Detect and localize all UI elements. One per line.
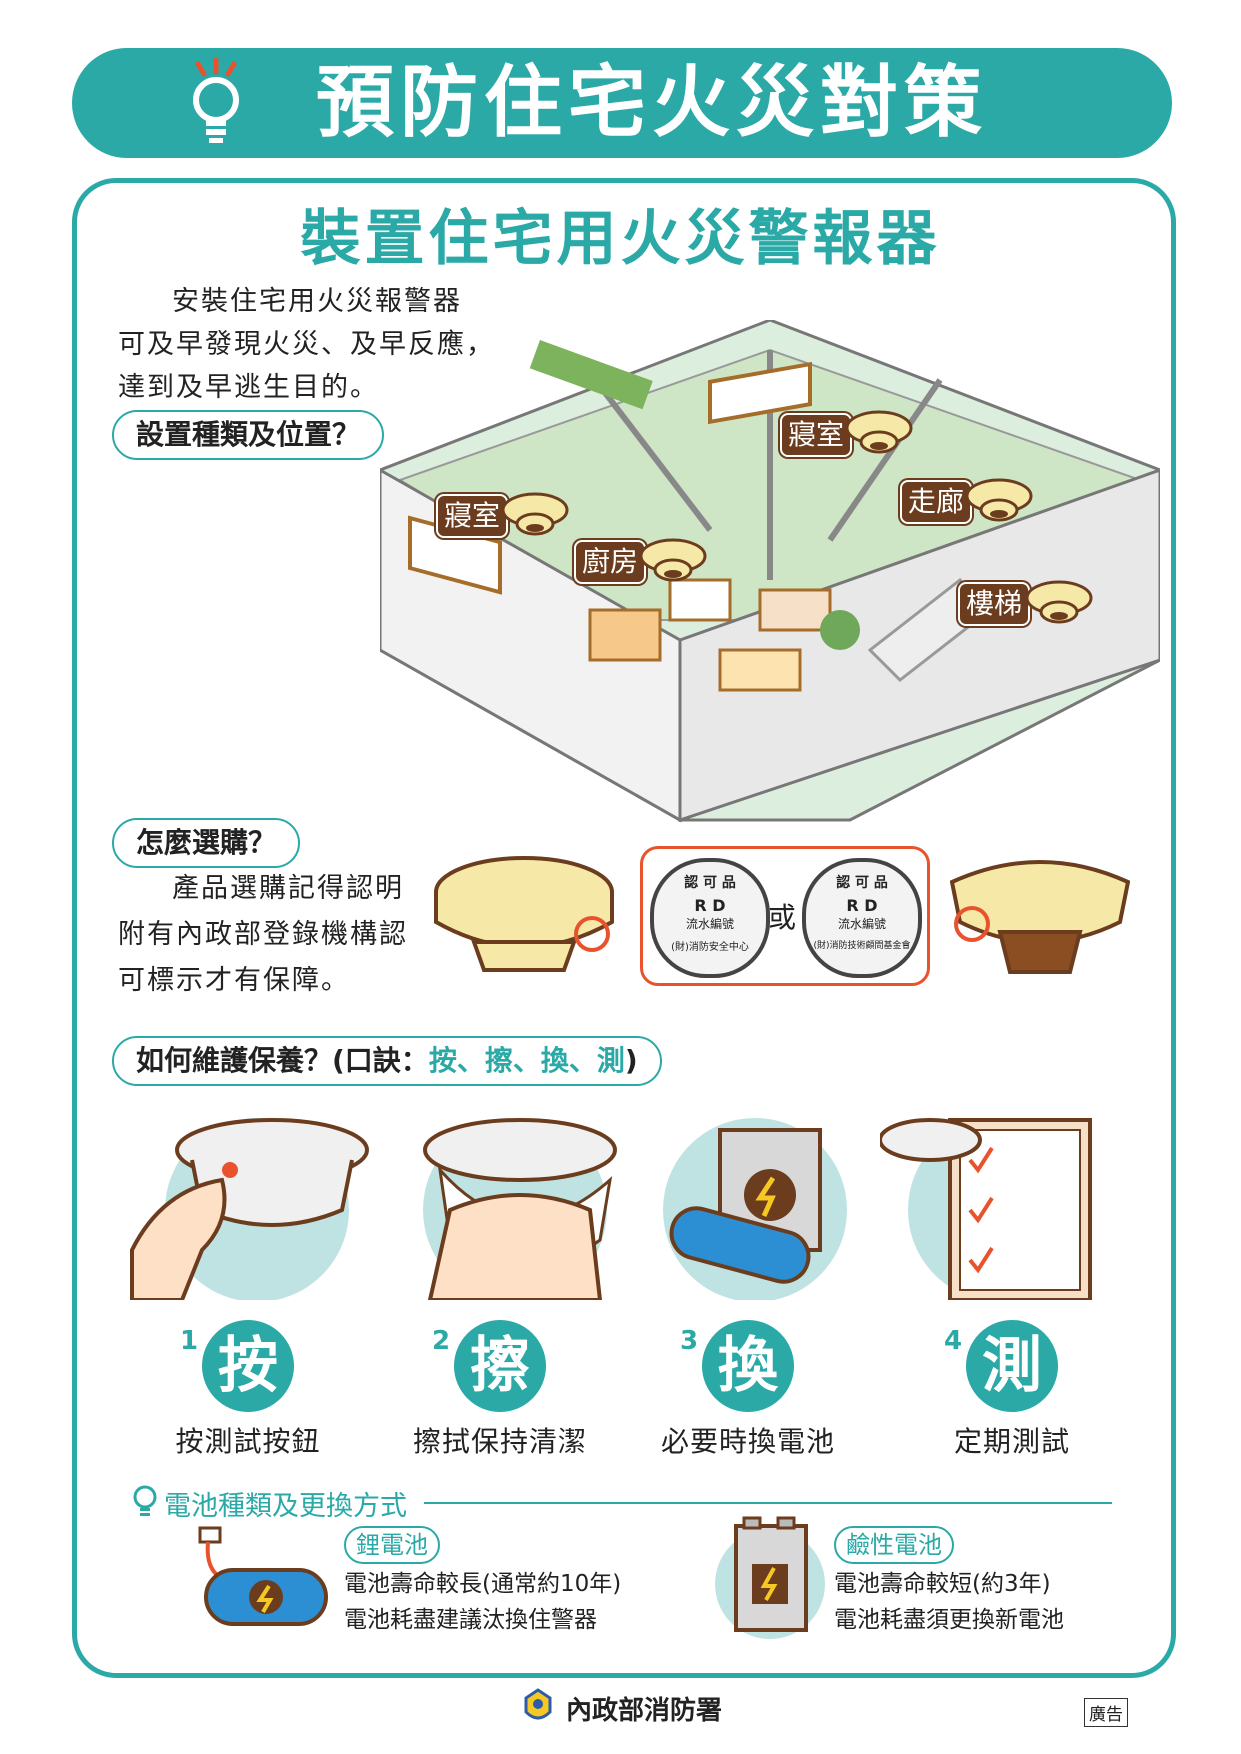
purchase-question: 怎麼選購？: [112, 818, 301, 868]
smoke-detector-bottom-icon: [950, 860, 1130, 974]
lithium-line: 電池壽命較長(通常約10年): [344, 1571, 622, 1597]
room-tag-bedroom: 寢室: [780, 413, 853, 457]
seal-bottom: (財)消防技術顧問基金會: [813, 941, 911, 951]
step-number: 3: [680, 1326, 699, 1356]
lithium-desc: 電池壽命較長(通常約10年) 電池耗盡建議汰換住警器: [344, 1566, 621, 1638]
step-badge-wipe: 擦: [454, 1320, 546, 1412]
step-number: 4: [944, 1326, 963, 1356]
page-title: 預防住宅火災對策: [315, 58, 988, 148]
room-tag-hallway: 走廊: [900, 480, 973, 524]
seal-bottom: (財)消防安全中心: [671, 942, 749, 953]
agency-emblem-icon: [524, 1688, 552, 1720]
step-number: 1: [180, 1326, 199, 1356]
seal-top: 認 可 品: [836, 875, 888, 891]
content-frame: [72, 178, 1176, 1678]
alkaline-label: 鹼性電池: [834, 1526, 954, 1564]
step-badge-test: 測: [966, 1320, 1058, 1412]
section-title: 裝置住宅用火災警報器: [300, 204, 941, 274]
smoke-detector-side-icon: [434, 856, 614, 972]
alkaline-line: 電池壽命較短(約3年): [834, 1571, 1051, 1597]
purchase-line: 可標示才有保障。: [118, 965, 350, 996]
seal-sub: 流水編號: [837, 917, 886, 931]
lithium-label: 鋰電池: [344, 1526, 440, 1564]
step-caption: 定期測試: [953, 1425, 1070, 1458]
divider: [424, 1502, 1112, 1504]
press-button-illustration: [130, 1118, 369, 1300]
lithium-battery-icon: [198, 1526, 328, 1626]
maintenance-question: 如何維護保養？(口訣：按、擦、換、測): [112, 1036, 662, 1086]
step-number: 2: [432, 1326, 451, 1356]
header-banner: 預防住宅火災對策: [72, 48, 1172, 158]
alkaline-battery-icon: [715, 1516, 825, 1639]
placement-question: 設置種類及位置？: [112, 410, 385, 460]
purchase-line: 產品選購記得認明: [172, 873, 404, 904]
ad-label: 廣告: [1084, 1698, 1128, 1727]
or-label: 或: [768, 901, 797, 934]
lightbulb-icon: [133, 1485, 157, 1516]
periodic-test-illustration: [880, 1118, 1092, 1300]
smoke-detector-icon: [845, 410, 913, 454]
intro-line: 達到及早逃生目的。: [118, 372, 379, 403]
intro-line: 安裝住宅用火災報警器: [172, 286, 462, 317]
seal-code: R D: [694, 896, 726, 915]
room-tag-bedroom: 寢室: [436, 494, 509, 538]
lithium-line: 電池耗盡建議汰換住警器: [344, 1607, 597, 1633]
alkaline-desc: 電池壽命較短(約3年) 電池耗盡須更換新電池: [834, 1566, 1064, 1638]
house-illustration: [380, 320, 1160, 823]
seal-code: R D: [846, 896, 878, 915]
maintenance-prefix: 如何維護保養？(口訣：: [136, 1044, 429, 1077]
lightbulb-icon: [193, 58, 239, 143]
intro-line: 可及早發現火災、及早反應，: [118, 329, 495, 360]
purchase-text: 產品選購記得認明 附有內政部登錄機構認 可標示才有保障。: [118, 866, 438, 1004]
intro-text: 安裝住宅用火災報警器 可及早發現火災、及早反應， 達到及早逃生目的。: [118, 280, 518, 409]
seal-top: 認 可 品: [684, 875, 736, 891]
agency-name: 內政部消防署: [566, 1696, 723, 1726]
purchase-line: 附有內政部登錄機構認: [118, 919, 408, 950]
smoke-detector-icon: [639, 538, 707, 582]
alkaline-line: 電池耗盡須更換新電池: [834, 1607, 1064, 1633]
seal-sub: 流水編號: [685, 917, 734, 931]
smoke-detector-icon: [1025, 580, 1093, 624]
room-tag-stairs: 樓梯: [958, 582, 1031, 626]
certification-box: [640, 846, 930, 986]
step-badge-press: 按: [202, 1320, 294, 1412]
certification-seal: 認 可 品 R D 流水編號 (財)消防安全中心: [650, 858, 770, 978]
step-caption: 擦拭保持清潔: [412, 1425, 587, 1458]
maintenance-suffix: ): [624, 1044, 638, 1077]
step-caption: 按測試按鈕: [175, 1425, 321, 1458]
maintenance-mnemonic: 按、擦、換、測: [428, 1044, 625, 1077]
smoke-detector-icon: [965, 478, 1033, 522]
certification-seal: 認 可 品 R D 流水編號 (財)消防技術顧問基金會: [802, 858, 922, 978]
room-tag-kitchen: 廚房: [574, 540, 647, 584]
battery-heading: 電池種類及更換方式: [164, 1491, 407, 1522]
replace-battery-illustration: [663, 1118, 847, 1300]
wipe-clean-illustration: [423, 1118, 617, 1300]
step-badge-replace: 換: [702, 1320, 794, 1412]
smoke-detector-icon: [501, 492, 569, 536]
step-caption: 必要時換電池: [660, 1425, 835, 1458]
